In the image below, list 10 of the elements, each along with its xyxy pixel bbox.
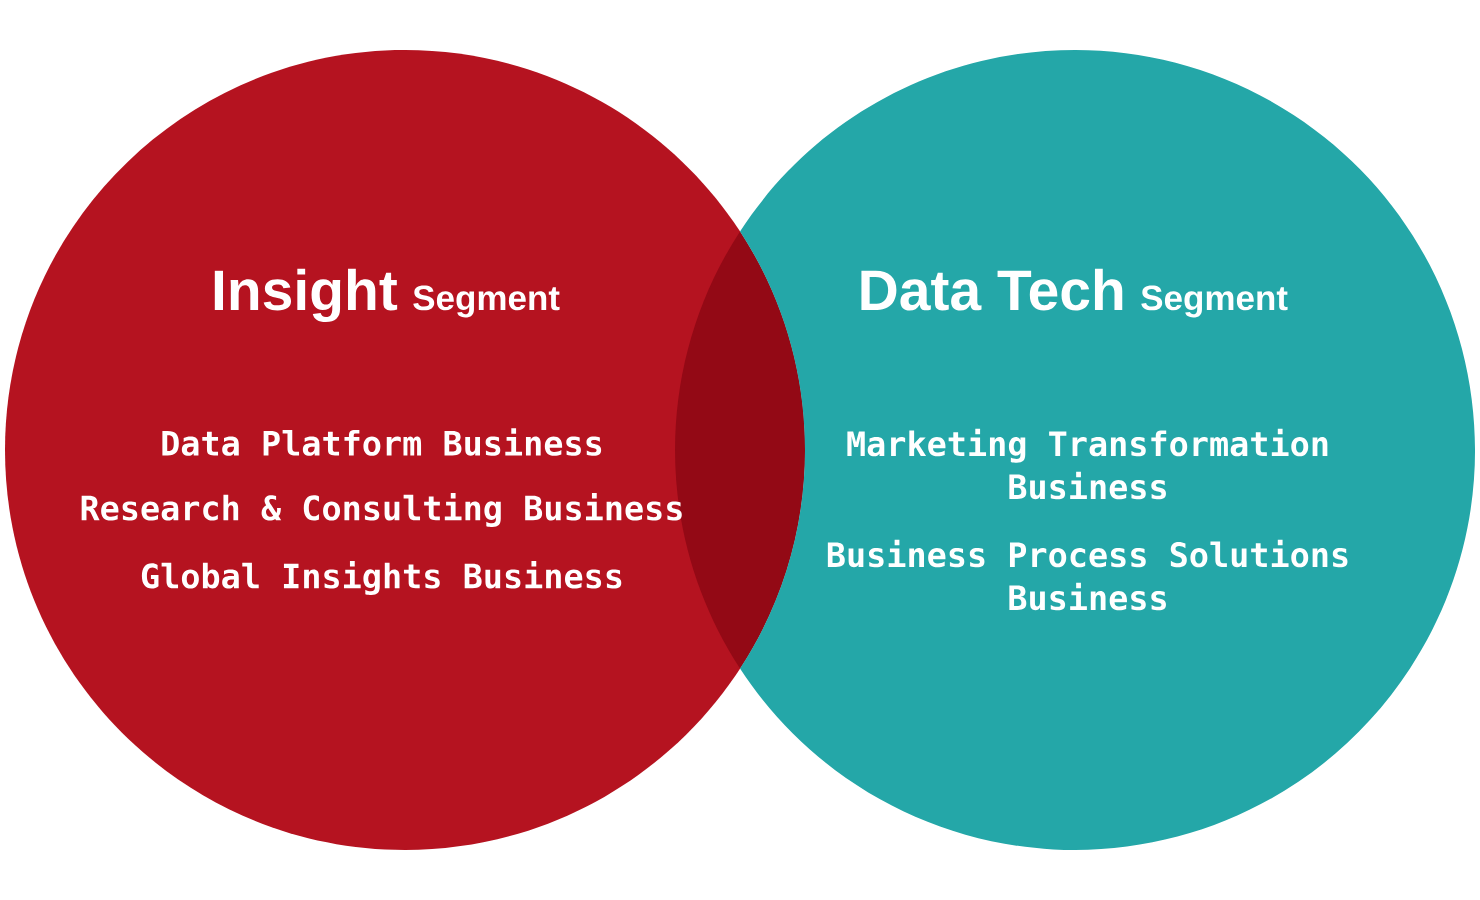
business-label: Business Process Solutions Business — [827, 539, 1348, 611]
heading-text: Insight — [214, 268, 398, 323]
venn-circle — [5, 50, 805, 850]
heading-text: Data Tech — [861, 268, 1123, 311]
business-label: Global Insights Business — [141, 560, 622, 596]
business-label: Data Platform Business — [162, 428, 602, 456]
business-label: Marketing Transformation Business — [847, 428, 1328, 500]
heading-suffix: Segment — [1141, 285, 1288, 318]
business-label: Research & Consulting Business — [81, 492, 682, 528]
heading-suffix: Segment — [413, 285, 560, 318]
